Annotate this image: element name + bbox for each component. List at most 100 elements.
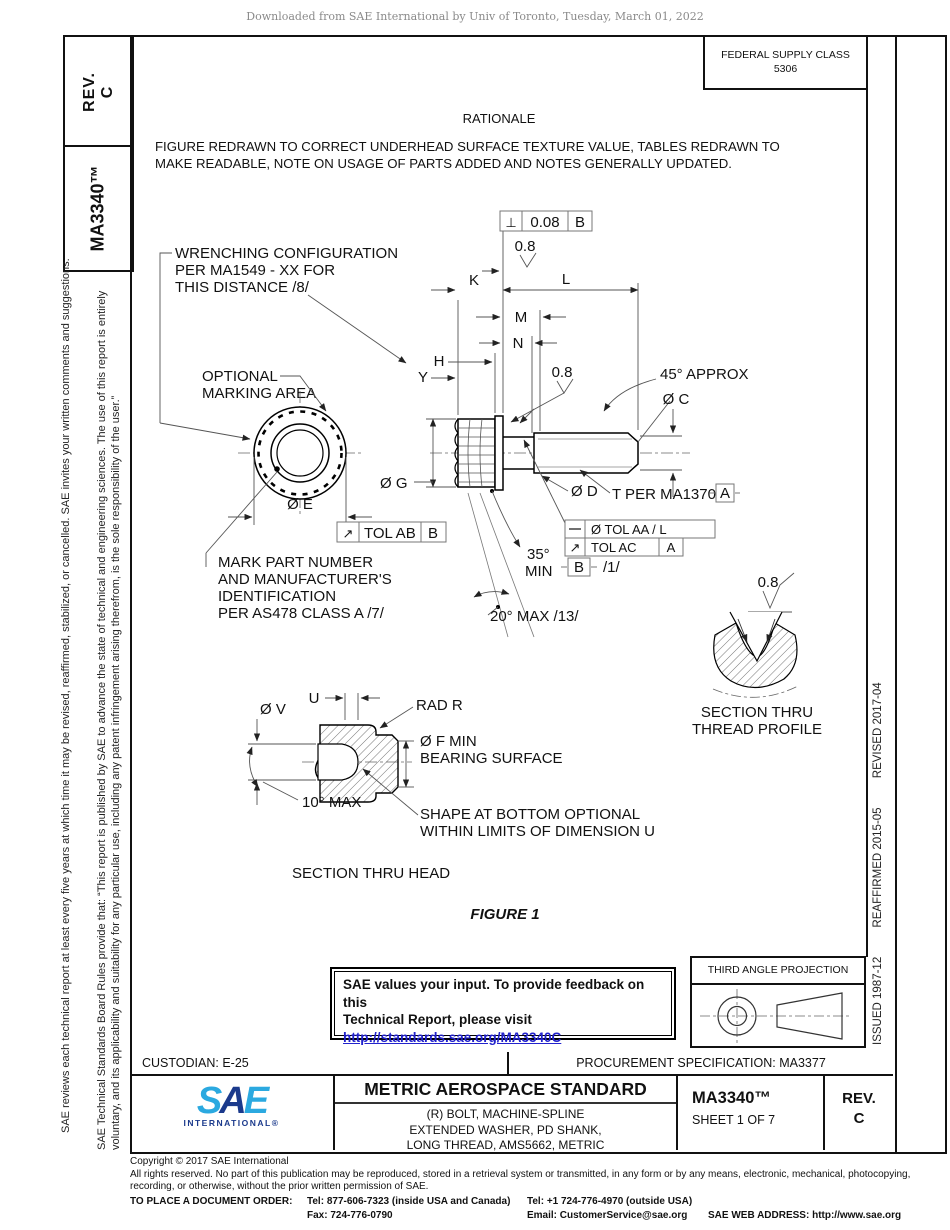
copyright-line1: Copyright © 2017 SAE International <box>130 1156 289 1167</box>
federal-supply-class-box: FEDERAL SUPPLY CLASS 5306 <box>703 35 866 90</box>
title-line2: EXTENDED WASHER, PD SHANK, <box>409 1122 602 1137</box>
svg-text:B: B <box>575 214 585 231</box>
third-angle-projection-label: THIRD ANGLE PROJECTION <box>692 958 864 985</box>
surface-finish-underhead: 0.8 <box>510 364 574 424</box>
right-margin-column <box>893 35 947 1154</box>
svg-text:45° APPROX: 45° APPROX <box>660 366 749 383</box>
doc-number: MA3340™ <box>692 1089 771 1107</box>
svg-text:TOL AC: TOL AC <box>591 540 637 555</box>
rev-value: C <box>98 85 116 99</box>
dim-n: N <box>479 335 557 352</box>
fcf-stack: Ø TOL AA / L ↗ TOL AC A B /1/ <box>523 439 716 577</box>
rev-cell-value: C <box>853 1110 865 1127</box>
dim-dia-c: Ø C <box>640 391 689 497</box>
svg-text:THREAD PROFILE: THREAD PROFILE <box>692 721 822 738</box>
web-address: SAE WEB ADDRESS: http://www.sae.org <box>708 1210 902 1221</box>
svg-text:H: H <box>434 353 445 370</box>
doc-number-vertical: MA3340™ <box>88 165 109 252</box>
svg-text:Ø TOL AA / L: Ø TOL AA / L <box>591 522 667 537</box>
svg-text:BEARING SURFACE: BEARING SURFACE <box>420 750 563 767</box>
copyright-line2: All rights reserved. No part of this pub… <box>130 1168 911 1180</box>
logo-letter-e: E <box>243 1080 269 1122</box>
mark-part-number-note: MARK PART NUMBER AND MANUFACTURER'S IDEN… <box>205 471 392 622</box>
third-angle-projection-box: THIRD ANGLE PROJECTION <box>690 956 866 1048</box>
dim-y: Y <box>418 369 456 386</box>
fax: Fax: 724-776-0790 <box>307 1210 393 1221</box>
dim-h: H <box>434 353 493 370</box>
doc-number-box: MA3340™ <box>63 145 134 272</box>
figure-caption: FIGURE 1 <box>470 906 539 923</box>
optional-marking-note: OPTIONAL MARKING AREA <box>202 368 327 412</box>
svg-text:THIS DISTANCE /8/: THIS DISTANCE /8/ <box>175 279 310 296</box>
feedback-box: SAE values your input. To provide feedba… <box>330 967 676 1045</box>
order-label: TO PLACE A DOCUMENT ORDER: <box>130 1196 293 1207</box>
federal-supply-class-value: 5306 <box>773 63 798 75</box>
angle-20-max: 20° MAX /13/ <box>467 492 579 638</box>
standard-type: METRIC AEROSPACE STANDARD <box>335 1076 676 1104</box>
sae-logo: SAE INTERNATIONAL® <box>130 1076 335 1150</box>
head-end-view <box>238 391 362 515</box>
svg-text:L: L <box>562 271 570 288</box>
copyright-line3: recording, or otherwise, without the pri… <box>130 1181 429 1192</box>
section-thread-profile: 0.8 SECTION THRU THREAD PROFILE <box>692 572 822 738</box>
rationale-text: FIGURE REDRAWN TO CORRECT UNDERHEAD SURF… <box>155 139 780 171</box>
svg-text:Ø F MIN: Ø F MIN <box>420 733 477 750</box>
sidebar-disclaimer-2: SAE reviews each technical report at lea… <box>60 258 74 1133</box>
wrenching-note: WRENCHING CONFIGURATION PER MA1549 - XX … <box>159 245 407 441</box>
sidebar-disclaimer-1: SAE Technical Standards Board Rules prov… <box>96 282 123 1150</box>
standard-title-cell: METRIC AEROSPACE STANDARD (R) BOLT, MACH… <box>335 1076 678 1152</box>
svg-text:0.8: 0.8 <box>515 238 536 255</box>
angle-35-min: 35° MIN <box>490 489 553 580</box>
rev-box: REV. C <box>63 35 134 149</box>
svg-text:10° MAX: 10° MAX <box>302 794 361 811</box>
svg-text:SECTION THRU: SECTION THRU <box>701 704 813 721</box>
dim-dia-g: Ø G <box>380 418 456 492</box>
disclaimer-line-2: voluntary, and its applicability and sui… <box>109 395 122 1150</box>
svg-text:MARK PART NUMBER: MARK PART NUMBER <box>218 554 373 571</box>
rev-cell: REV. C <box>825 1076 893 1150</box>
feedback-link[interactable]: http://standards.sae.org/MA3340C <box>343 1029 562 1045</box>
fcf-tol-ab: ↗ TOL AB B <box>336 521 447 543</box>
svg-text:TOL AB: TOL AB <box>364 525 416 542</box>
svg-text:PER MA1549 - XX FOR: PER MA1549 - XX FOR <box>175 262 335 279</box>
svg-text:/1/: /1/ <box>603 559 621 576</box>
svg-text:WITHIN LIMITS OF DIMENSION U: WITHIN LIMITS OF DIMENSION U <box>420 823 655 840</box>
feedback-line2: Technical Report, please visit <box>343 1012 532 1027</box>
logo-subtext: INTERNATIONAL® <box>183 1118 280 1128</box>
svg-text:SECTION THRU HEAD: SECTION THRU HEAD <box>292 865 450 882</box>
federal-supply-class-label: FEDERAL SUPPLY CLASS <box>721 49 850 61</box>
svg-text:PER AS478 CLASS A /7/: PER AS478 CLASS A /7/ <box>218 605 385 622</box>
svg-text:Y: Y <box>418 369 428 386</box>
svg-text:M: M <box>515 309 528 326</box>
svg-text:MARKING AREA: MARKING AREA <box>202 385 316 402</box>
custodian-row: CUSTODIAN: E-25 PROCUREMENT SPECIFICATIO… <box>130 1052 893 1076</box>
rev-label: REV. <box>80 72 98 112</box>
svg-text:Ø D: Ø D <box>571 483 598 500</box>
rationale-title: RATIONALE <box>462 111 536 126</box>
title-block: SAE INTERNATIONAL® METRIC AEROSPACE STAN… <box>130 1076 893 1152</box>
svg-text:Ø V: Ø V <box>260 701 286 718</box>
svg-text:K: K <box>469 272 479 289</box>
fcf-perpendicularity: ⊥ 0.08 B <box>499 210 593 232</box>
svg-text:B: B <box>574 559 584 576</box>
disclaimer-line-1: SAE Technical Standards Board Rules prov… <box>96 290 108 1150</box>
svg-text:0.8: 0.8 <box>552 364 573 381</box>
svg-text:OPTIONAL: OPTIONAL <box>202 368 278 385</box>
doc-number-cell: MA3340™ SHEET 1 OF 7 <box>678 1076 825 1150</box>
logo-letter-a: A <box>219 1080 247 1122</box>
rev-cell-label: REV. <box>842 1090 876 1107</box>
dim-m: M <box>476 309 566 326</box>
svg-text:↗: ↗ <box>343 526 354 541</box>
extension-lines <box>457 231 639 433</box>
svg-text:RAD R: RAD R <box>416 697 463 714</box>
third-angle-projection-symbol <box>700 989 852 1043</box>
marking-dot <box>274 466 280 472</box>
thread-callout: T PER MA1370 A <box>579 469 740 503</box>
feedback-line1: SAE values your input. To provide feedba… <box>343 977 645 1010</box>
svg-text:N: N <box>513 335 524 352</box>
custodian-cell: CUSTODIAN: E-25 <box>130 1052 509 1074</box>
revision-strip-divider <box>866 35 868 957</box>
svg-text:Ø C: Ø C <box>663 391 690 408</box>
sheet-number: SHEET 1 OF 7 <box>692 1113 776 1127</box>
svg-text:B: B <box>428 525 438 542</box>
